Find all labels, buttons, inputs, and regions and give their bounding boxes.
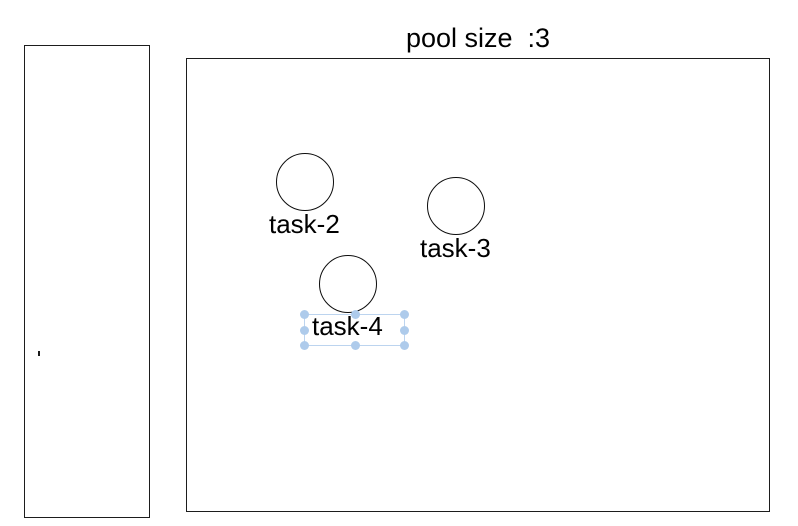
task-circle-icon[interactable] [427,177,485,235]
resize-handle-ne[interactable] [400,310,409,319]
resize-handle-nw[interactable] [300,310,309,319]
pool-canvas[interactable]: task-2 task-3 task-4 [186,58,770,512]
resize-handle-s[interactable] [351,341,360,350]
task-circle-icon[interactable] [319,255,377,313]
task-circle-icon[interactable] [276,153,334,211]
resize-handle-sw[interactable] [300,341,309,350]
resize-handle-w[interactable] [300,326,309,335]
resize-handle-e[interactable] [400,326,409,335]
palette-panel[interactable] [24,45,150,518]
resize-handle-n[interactable] [351,310,360,319]
task-label[interactable]: task-4 [312,311,383,341]
task-label[interactable]: task-2 [269,209,340,239]
page-title: pool size :3 [405,23,551,53]
task-label[interactable]: task-3 [420,233,491,263]
selection-frame [300,310,409,350]
caret-marker [38,351,40,356]
resize-handle-se[interactable] [400,341,409,350]
